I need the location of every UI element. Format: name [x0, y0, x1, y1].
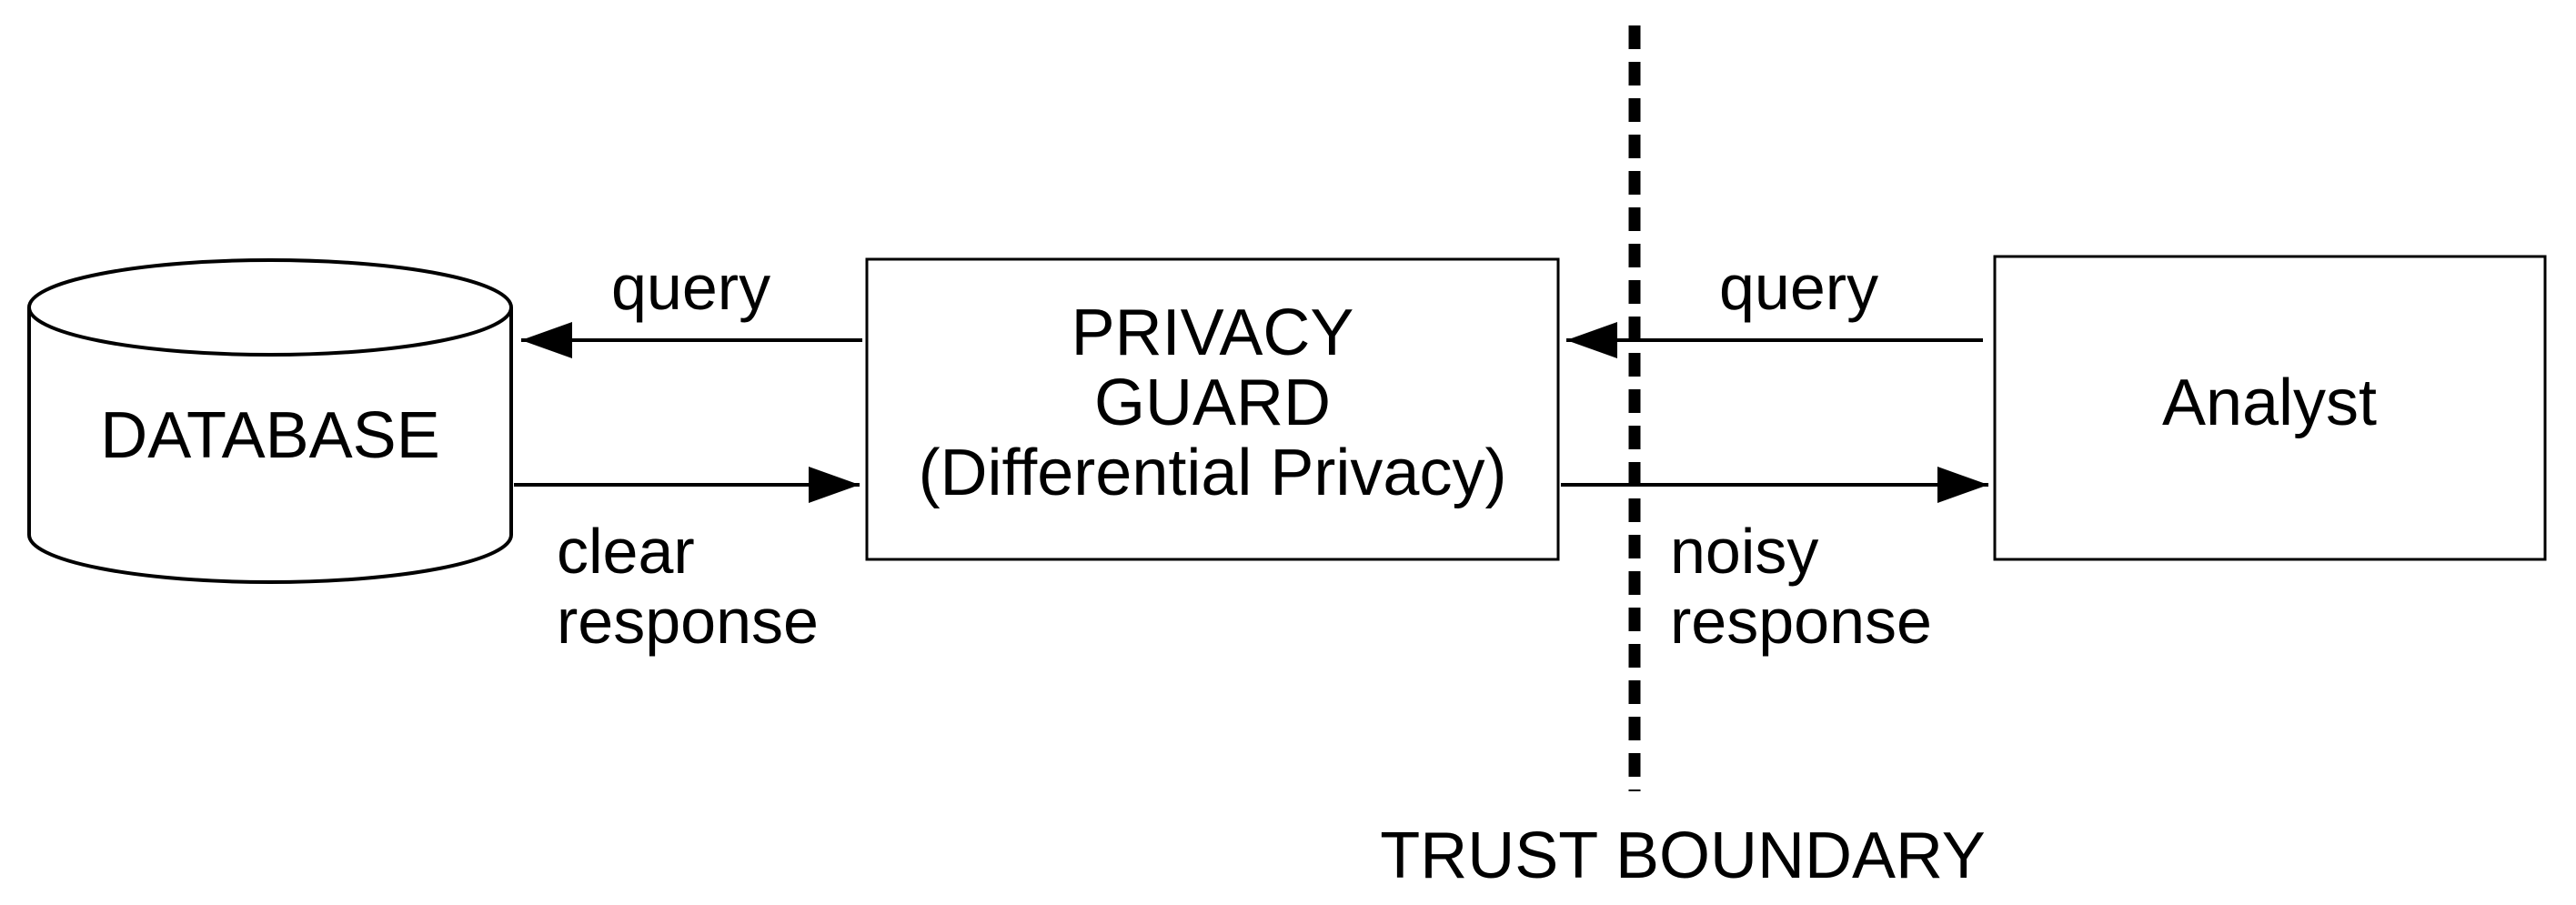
database-node: DATABASE [27, 258, 513, 584]
trust-boundary-label: TRUST BOUNDARY [1380, 820, 1985, 892]
privacy-guard-box [865, 257, 1560, 561]
edge-database-to-guard-label-line-2: response [557, 586, 819, 657]
analyst-box [1993, 255, 2547, 561]
analyst-node: Analyst [1993, 255, 2547, 561]
database-label: DATABASE [100, 399, 439, 472]
analyst-label: Analyst [2162, 367, 2377, 439]
edge-guard-to-database-label: query [611, 252, 770, 323]
edge-guard-to-analyst-label-line-2: response [1670, 586, 1932, 657]
edge-database-to-guard-label-line-1: clear [557, 516, 695, 587]
privacy-guard-node: PRIVACY GUARD (Differential Privacy) [865, 257, 1560, 561]
edge-guard-to-analyst-label-line-1: noisy [1670, 516, 1818, 587]
database-cylinder-body [27, 307, 513, 584]
database-cylinder-top [27, 258, 513, 357]
privacy-guard-line-1: PRIVACY [1072, 297, 1354, 369]
privacy-guard-line-2: GUARD [1094, 367, 1331, 439]
privacy-guard-line-3: (Differential Privacy) [919, 437, 1507, 509]
edge-analyst-to-guard-label: query [1719, 252, 1878, 323]
